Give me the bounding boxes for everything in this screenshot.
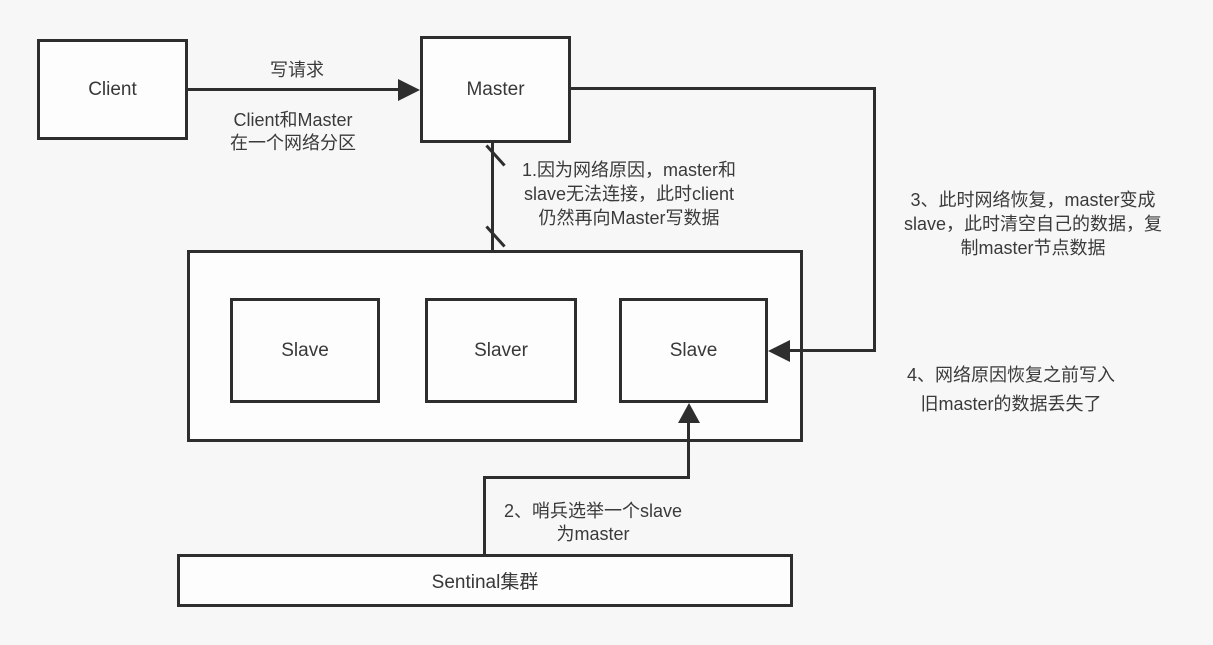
master-to-slave3-path-right	[873, 87, 876, 352]
slave1-node-label: Slave	[281, 339, 329, 361]
client-node-label: Client	[88, 78, 137, 100]
arrow-left-icon	[768, 340, 790, 362]
slave1-node: Slave	[230, 298, 380, 403]
step4-note: 4、网络原因恢复之前写入 旧master的数据丢失了	[906, 365, 1115, 414]
master-to-slave3-path-top	[571, 87, 876, 90]
arrow-up-icon	[678, 403, 700, 423]
sentinel-path-vertical	[483, 477, 486, 554]
partition-note: Client和Master 在一个网络分区	[230, 110, 356, 153]
slave3-node: Slave	[619, 298, 768, 403]
sentinel-cluster-node: Sentinal集群	[177, 554, 793, 607]
slave3-node-label: Slave	[669, 339, 718, 361]
client-node: Client	[37, 39, 188, 140]
slave2-node: Slaver	[425, 298, 577, 403]
master-node-label: Master	[466, 78, 525, 100]
arrow-right-icon	[398, 79, 420, 101]
sentinel-cluster-label: Sentinal集群	[431, 572, 539, 593]
master-node: Master	[420, 36, 571, 143]
sentinel-path-horizontal	[483, 476, 690, 479]
sentinel-path-up	[687, 420, 690, 479]
write-request-label: 写请求	[270, 60, 324, 80]
master-cluster-broken-link	[491, 143, 494, 250]
step2-note: 2、哨兵选举一个slave 为master	[503, 501, 683, 544]
step3-note: 3、此时网络恢复，master变成 slave，此时清空自己的数据，复 制mas…	[903, 190, 1163, 258]
step1-note: 1.因为网络原因，master和 slave无法连接，此时client 仍然再向…	[521, 160, 737, 228]
slave2-node-label: Slaver	[474, 339, 528, 361]
client-master-edge	[188, 88, 403, 91]
master-to-slave3-path-into	[788, 349, 875, 352]
